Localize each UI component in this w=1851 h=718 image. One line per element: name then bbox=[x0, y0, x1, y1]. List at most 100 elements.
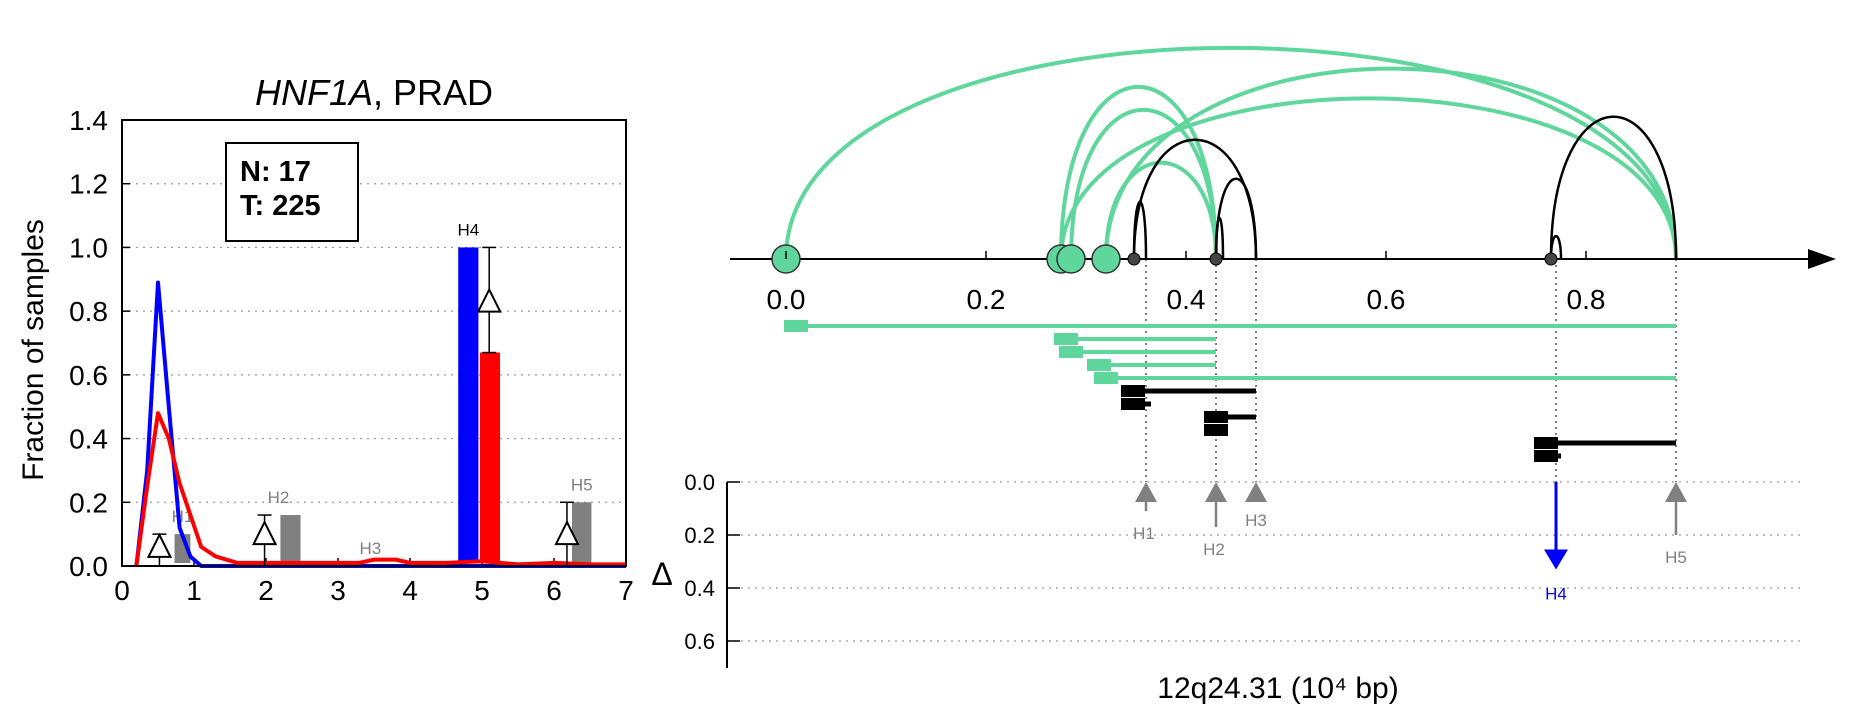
isoform-exon bbox=[1054, 333, 1078, 345]
x-tick-label: 0.0 bbox=[767, 284, 806, 315]
distribution-line bbox=[134, 411, 626, 567]
y-tick-label: 0.0 bbox=[69, 551, 108, 582]
delta-arrow-head bbox=[1135, 482, 1157, 502]
bar-label: H4 bbox=[457, 220, 479, 239]
histogram-bar bbox=[458, 247, 479, 563]
y-tick-label: 0.6 bbox=[69, 360, 108, 391]
splice-arc bbox=[1549, 115, 1678, 260]
sample-count-box: N: 17 T: 225 bbox=[225, 142, 359, 242]
marker-label: H1 bbox=[1133, 524, 1155, 543]
y-tick-label: 0.2 bbox=[69, 487, 108, 518]
delta-tick-label: 0.4 bbox=[684, 576, 715, 601]
y-axis-label: Fraction of samples bbox=[17, 219, 50, 481]
x-tick-label: 7 bbox=[618, 575, 634, 606]
right-isoforms bbox=[784, 320, 1676, 462]
right-delta-grid bbox=[727, 481, 1800, 642]
x-tick-label: 5 bbox=[474, 575, 490, 606]
marker-label: H4 bbox=[1545, 584, 1567, 603]
delta-tick-label: 0.6 bbox=[684, 629, 715, 654]
isoform-exon bbox=[1094, 372, 1118, 384]
splice-arc bbox=[1104, 66, 1678, 260]
x-tick-label: 4 bbox=[402, 575, 418, 606]
x-tick-label: 0.4 bbox=[1167, 284, 1206, 315]
delta-arrow-head bbox=[1665, 482, 1687, 502]
histogram-bar bbox=[479, 352, 500, 563]
isoform-exon bbox=[1204, 424, 1228, 436]
left-grid bbox=[122, 183, 626, 503]
left-lines bbox=[134, 280, 626, 568]
histogram-bar bbox=[280, 515, 301, 563]
right-guides bbox=[1145, 259, 1677, 482]
left-histogram-chart: HNF1A, PRAD Fraction of samples 0.00.20.… bbox=[17, 72, 634, 606]
x-tick-label: 2 bbox=[258, 575, 274, 606]
histogram-bar bbox=[572, 502, 592, 563]
isoform-exon bbox=[1121, 398, 1145, 410]
genomic-axis-arrow bbox=[1808, 249, 1836, 269]
bar-label: H3 bbox=[360, 539, 382, 558]
delta-triangle-marker bbox=[476, 287, 502, 313]
splice-node bbox=[1127, 252, 1141, 266]
isoform-exon bbox=[1087, 359, 1111, 371]
y-tick-label: 1.4 bbox=[69, 105, 108, 136]
distribution-line bbox=[134, 280, 626, 568]
right-delta-ticks: 0.0 0.2 0.4 0.6 bbox=[684, 470, 740, 654]
delta-arrow-head bbox=[1245, 482, 1267, 502]
splice-arc bbox=[1214, 216, 1225, 260]
tumor-count: T: 225 bbox=[240, 190, 321, 222]
splice-node bbox=[1091, 244, 1121, 274]
delta-tick-label: 0.2 bbox=[684, 523, 715, 548]
genomic-axis-label: 12q24.31 (10⁴ bp) bbox=[1157, 672, 1398, 705]
delta-arrow-head bbox=[1544, 549, 1568, 570]
right-nodes bbox=[771, 244, 1558, 274]
isoform-exon bbox=[1121, 385, 1145, 397]
splice-node bbox=[1056, 244, 1086, 274]
splice-node bbox=[1209, 252, 1223, 266]
delta-axis-label: Δ bbox=[651, 556, 672, 592]
sample-count-frame bbox=[225, 142, 359, 242]
delta-triangle-marker bbox=[554, 519, 580, 546]
marker-label: H2 bbox=[1203, 540, 1225, 559]
splice-arc bbox=[784, 46, 1678, 260]
delta-tick-label: 0.0 bbox=[684, 470, 715, 495]
x-tick-label: 0 bbox=[114, 575, 130, 606]
delta-triangle-marker bbox=[251, 519, 278, 546]
left-plot-frame bbox=[121, 119, 627, 567]
delta-triangle-marker bbox=[146, 532, 173, 558]
splice-arc bbox=[1104, 160, 1218, 260]
marker-label: H3 bbox=[1245, 511, 1267, 530]
right-arcs bbox=[784, 46, 1678, 260]
x-tick-label: 0.8 bbox=[1567, 284, 1606, 315]
left-x-ticks: 0 1 2 3 4 5 6 7 bbox=[114, 558, 634, 606]
splice-arc bbox=[1059, 85, 1218, 260]
left-y-ticks: 0.0 0.2 0.4 0.6 0.8 1.0 1.2 1.4 bbox=[69, 105, 130, 582]
x-tick-label: 1 bbox=[186, 575, 202, 606]
splice-arc bbox=[1132, 138, 1258, 260]
delta-arrow-head bbox=[1205, 482, 1227, 502]
isoform-exon bbox=[1059, 346, 1083, 358]
splice-node bbox=[1544, 252, 1558, 266]
y-tick-label: 1.2 bbox=[69, 169, 108, 200]
y-tick-label: 0.8 bbox=[69, 296, 108, 327]
isoform-exon bbox=[1204, 411, 1228, 423]
x-tick-label: 0.6 bbox=[1367, 284, 1406, 315]
left-chart-title: HNF1A, PRAD bbox=[255, 72, 493, 113]
splice-arc bbox=[1549, 235, 1563, 260]
title-rest: , PRAD bbox=[373, 72, 493, 113]
isoform-exon bbox=[784, 320, 808, 332]
isoform-exon bbox=[1534, 437, 1558, 449]
y-tick-label: 1.0 bbox=[69, 232, 108, 263]
isoform-exon bbox=[1534, 450, 1558, 462]
y-tick-label: 0.4 bbox=[69, 424, 108, 455]
normal-count: N: 17 bbox=[240, 156, 311, 188]
left-deltas bbox=[146, 246, 580, 566]
bar-label: H5 bbox=[571, 475, 593, 494]
x-tick-label: 3 bbox=[330, 575, 346, 606]
x-tick-label: 6 bbox=[546, 575, 562, 606]
splice-arc bbox=[1059, 96, 1678, 260]
title-gene: HNF1A bbox=[255, 72, 373, 113]
